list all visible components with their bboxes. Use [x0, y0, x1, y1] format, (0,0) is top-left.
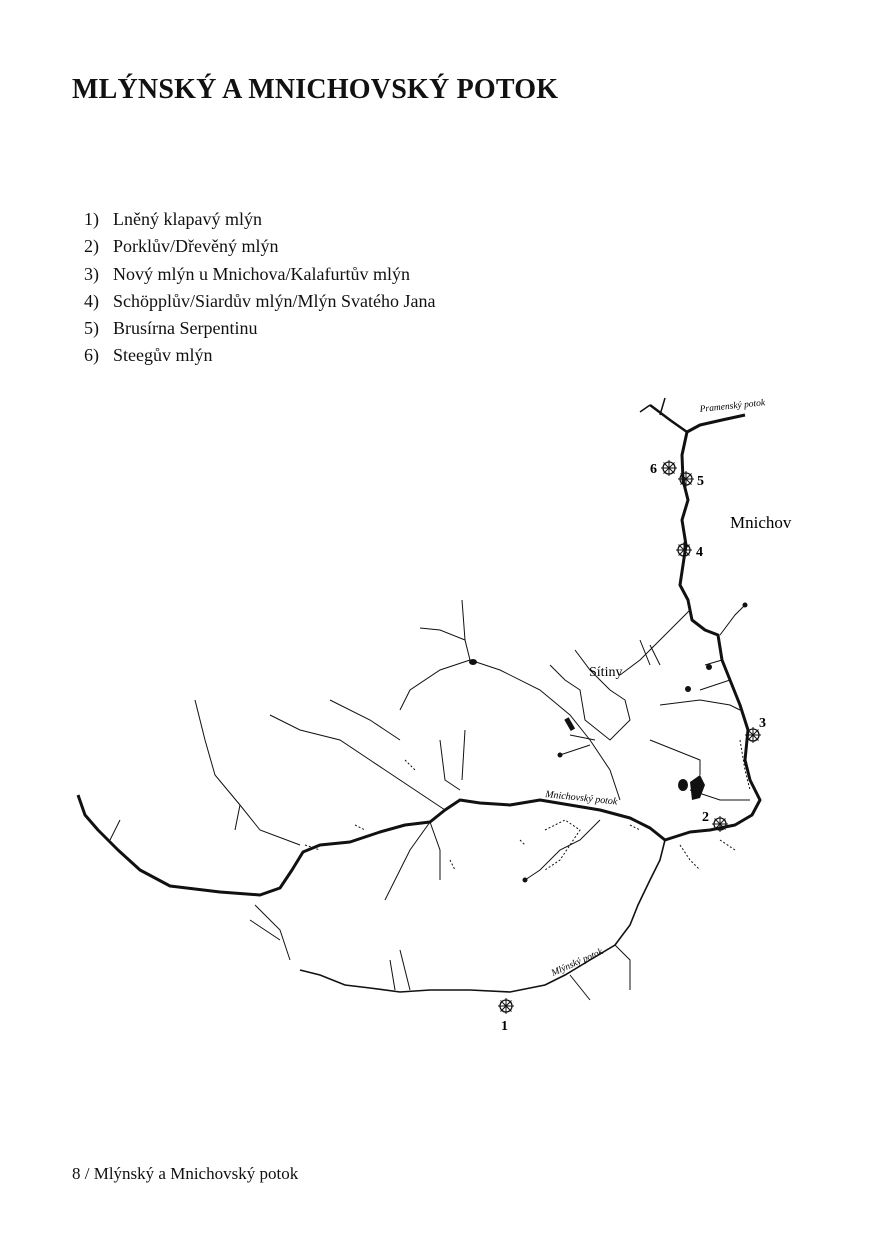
mill-marker-1: 1: [497, 997, 515, 1034]
mlynsky-potok-river: [299, 839, 666, 993]
list-item: 3) Nový mlýn u Mnichova/Kalafurtův mlýn: [84, 261, 435, 288]
list-item: 6) Steegův mlýn: [84, 342, 435, 369]
mill-marker-6: 6: [650, 459, 678, 477]
item-name: Nový mlýn u Mnichova/Kalafurtův mlýn: [113, 263, 410, 284]
item-number: 3): [84, 263, 99, 284]
label-mlynsky-potok: Mlýnský potok: [549, 947, 605, 979]
item-number: 4): [84, 290, 99, 311]
item-number: 6): [84, 345, 99, 366]
mill-marker-5: 5: [677, 470, 704, 489]
item-name: Steegův mlýn: [113, 345, 213, 366]
list-item: 1) Lněný klapavý mlýn: [84, 206, 435, 233]
page-footer: 8 / Mlýnský a Mnichovský potok: [72, 1164, 299, 1183]
item-number: 5): [84, 318, 99, 339]
item-name: Lněný klapavý mlýn: [113, 209, 262, 229]
label-mnichov: Mnichov: [730, 513, 792, 532]
svg-text:6: 6: [650, 462, 657, 477]
item-number: 2): [84, 236, 99, 257]
list-item: 5) Brusírna Serpentinu: [84, 315, 435, 342]
svg-text:1: 1: [501, 1019, 508, 1034]
mill-list: 1) Lněný klapavý mlýn 2) Porklův/Dřevěný m…: [84, 206, 435, 370]
label-sitiny: Sítiny: [589, 665, 622, 680]
svg-text:3: 3: [759, 716, 766, 731]
svg-text:5: 5: [697, 474, 704, 489]
svg-text:2: 2: [702, 810, 709, 825]
label-mnichovsky-potok: Mnichovský potok: [544, 789, 619, 808]
item-name: Brusírna Serpentinu: [113, 318, 258, 339]
item-name: Porklův/Dřevěný mlýn: [113, 236, 279, 257]
mill-marker-2: 2: [702, 810, 729, 833]
mnichovsky-potok-river: [76, 413, 762, 897]
list-item: 4) Schöpplův/Siardův mlýn/Mlýn Svatého Ja…: [84, 288, 435, 315]
svg-text:4: 4: [696, 545, 703, 560]
mill-marker-4: 4: [675, 541, 703, 560]
stream-map: 1 2 3 4 5 6 Pramenský potok Mnichov Síti…: [76, 397, 792, 1034]
list-item: 2) Porklův/Dřevěný mlýn: [84, 233, 435, 260]
item-number: 1): [84, 209, 99, 229]
mill-marker-3: 3: [744, 716, 766, 744]
label-pramensky-potok: Pramenský potok: [698, 398, 766, 415]
item-name: Schöpplův/Siardův mlýn/Mlýn Svatého Jana: [113, 290, 436, 311]
page-title: MLÝNSKÝ A MNICHOVSKÝ POTOK: [72, 74, 559, 105]
